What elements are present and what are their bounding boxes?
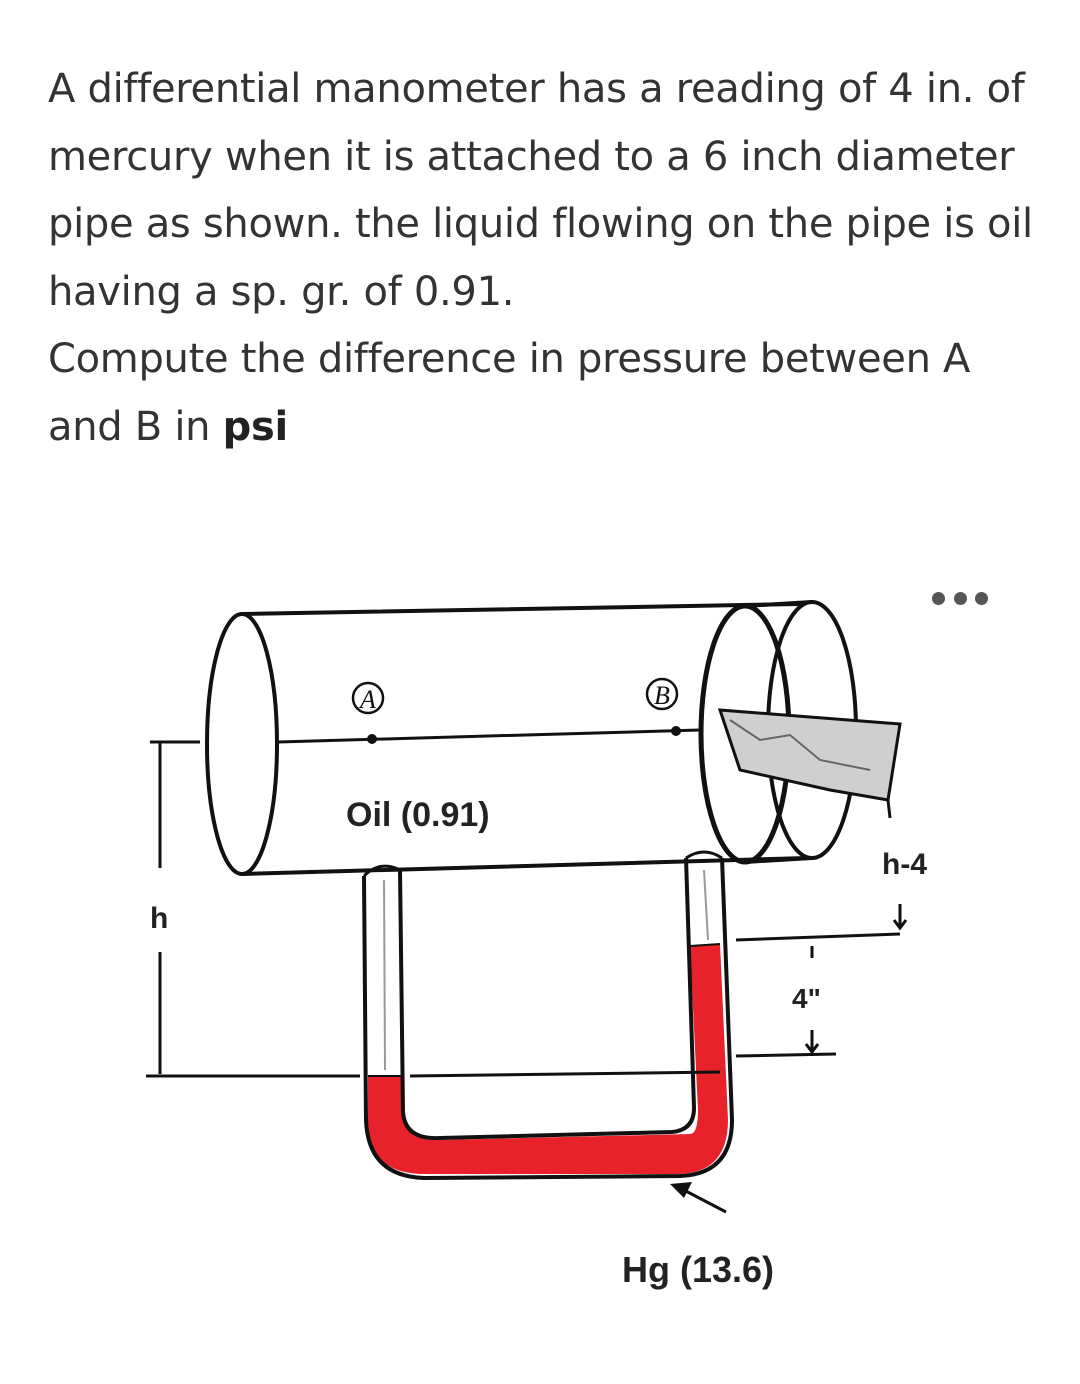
more-dot-icon [953, 591, 967, 605]
point-a-text: A [358, 685, 376, 714]
flange-bottom [743, 856, 814, 864]
h4-label: h-4 [882, 848, 927, 881]
dimension-h [146, 740, 721, 1078]
dimension-reading [735, 799, 908, 1058]
mercury-label: Hg (13.6) [622, 1249, 774, 1290]
unit-psi: psi [222, 403, 289, 450]
question-text: A differential manometer has a reading o… [48, 56, 1038, 461]
mercury-column [368, 944, 728, 1174]
pipe-centerline [276, 728, 702, 744]
point-a-label: A [351, 681, 385, 715]
more-options-button[interactable] [932, 586, 988, 610]
point-b-text: B [654, 681, 670, 710]
h-label: h [150, 902, 168, 935]
point-b-label: B [645, 677, 679, 711]
pipe-bottom-edge [240, 856, 810, 876]
more-dot-icon [975, 591, 988, 605]
point-a-marker [367, 734, 377, 744]
pipe-top-edge [240, 602, 802, 616]
pipe-break [717, 708, 902, 802]
mercury-pointer-arrow [670, 1182, 727, 1214]
flange-top [743, 600, 814, 608]
point-b-marker [671, 726, 681, 736]
oil-label: Oil (0.91) [346, 796, 490, 834]
u-tube [362, 850, 735, 1181]
question-paragraph-1: A differential manometer has a reading o… [48, 66, 1033, 315]
manometer-diagram: A B Oil (0.91) h 4" [146, 600, 927, 1290]
pipe-left-end [205, 612, 279, 876]
more-dot-icon [932, 591, 945, 605]
question-paragraph-2-text: Compute the difference in pressure betwe… [48, 336, 971, 450]
question-paragraph-2: Compute the difference in pressure betwe… [48, 326, 1038, 461]
reading-label: 4" [792, 983, 821, 1014]
